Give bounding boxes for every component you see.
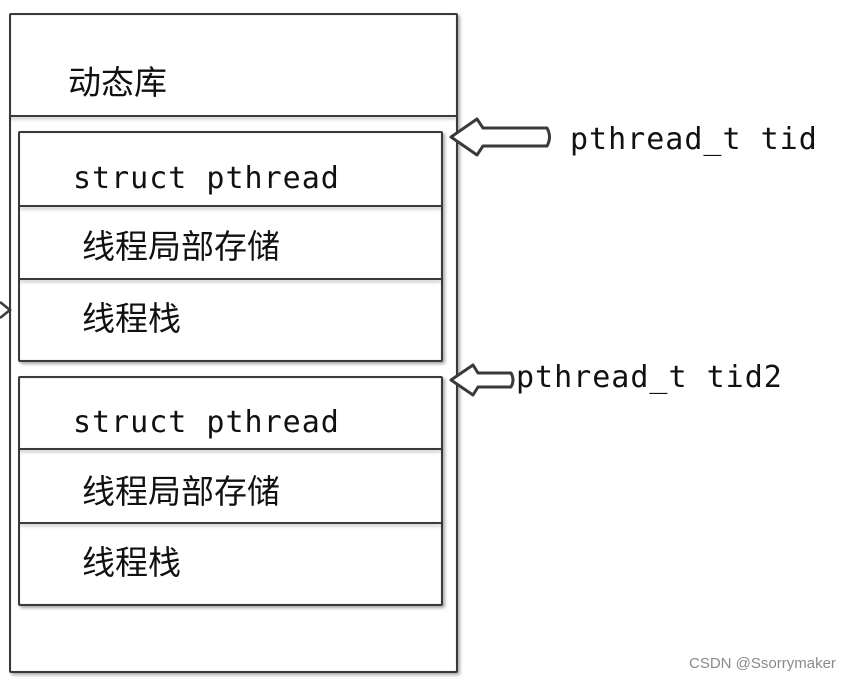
pointer-label-1: pthread_t tid — [570, 122, 818, 157]
thread-block-2-stack-label: 线程栈 — [82, 543, 181, 582]
dynamic-library-title: 动态库 — [68, 63, 167, 102]
thread-block-1 — [18, 131, 443, 362]
pointer-arrow-1-icon — [449, 117, 551, 157]
thread-block-1-divider-2 — [20, 278, 441, 280]
thread-block-1-divider-1 — [20, 205, 441, 207]
watermark: CSDN @Ssorrymaker — [689, 655, 836, 672]
thread-block-2-struct-label: struct pthread — [73, 405, 340, 440]
dynamic-library-box — [9, 13, 458, 673]
thread-block-1-struct-label: struct pthread — [73, 161, 340, 196]
thread-block-2-tls-label: 线程局部存储 — [82, 472, 280, 511]
thread-block-2 — [18, 376, 443, 606]
pointer-arrow-2-icon — [449, 363, 515, 397]
thread-block-2-divider-2 — [20, 522, 441, 524]
thread-block-2-divider-1 — [20, 448, 441, 450]
thread-block-1-tls-label: 线程局部存储 — [82, 227, 280, 266]
dynamic-library-divider — [10, 115, 456, 117]
pointer-label-2: pthread_t tid2 — [516, 360, 783, 395]
left-edge-arrow-icon — [0, 301, 13, 319]
thread-block-1-stack-label: 线程栈 — [82, 299, 181, 338]
